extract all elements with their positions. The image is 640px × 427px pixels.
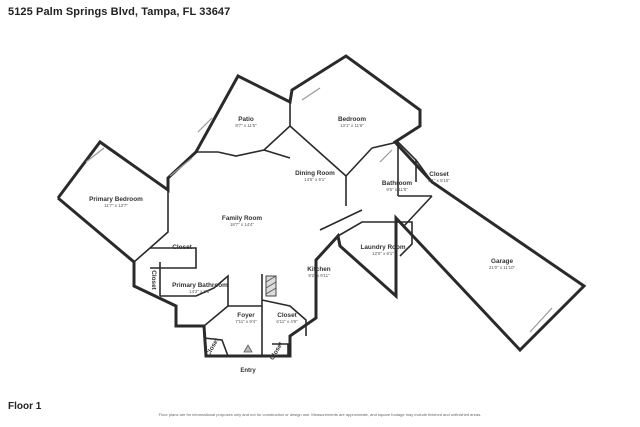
room-patio: Patio 8'7" x 11'5" bbox=[235, 116, 257, 128]
svg-text:12'0" x 6'1": 12'0" x 6'1" bbox=[372, 251, 394, 256]
svg-text:Closet: Closet bbox=[172, 244, 192, 251]
room-bedroom: Bedroom 13'1" x 11'6" bbox=[338, 116, 366, 128]
svg-text:Closet: Closet bbox=[150, 270, 157, 290]
room-primary-bathroom: Primary Bathroom 14'2" x 8'3" bbox=[172, 282, 228, 294]
svg-text:Closet: Closet bbox=[277, 312, 297, 319]
entry-arrow-icon bbox=[243, 344, 253, 353]
svg-text:Closet: Closet bbox=[269, 340, 285, 361]
svg-text:Closet: Closet bbox=[205, 336, 221, 357]
room-foyer: Foyer 7'11" x 9'4" bbox=[235, 312, 257, 324]
room-laundry-room: Laundry Room 12'0" x 6'1" bbox=[360, 244, 405, 256]
svg-text:Garage: Garage bbox=[491, 258, 513, 265]
svg-text:Bedroom: Bedroom bbox=[338, 116, 366, 123]
floor-label: Floor 1 bbox=[8, 401, 42, 412]
room-dining-room: Dining Room 14'5" x 6'1" bbox=[295, 170, 335, 182]
room-closet-foyer-right: Closet bbox=[269, 340, 285, 361]
room-closet-foyer-left: Closet bbox=[205, 336, 221, 357]
svg-text:6'11" x 4'9": 6'11" x 4'9" bbox=[276, 319, 298, 324]
svg-text:Primary Bathroom: Primary Bathroom bbox=[172, 282, 228, 289]
svg-text:6'1" x 5'10": 6'1" x 5'10" bbox=[428, 178, 450, 183]
svg-text:Primary Bedroom: Primary Bedroom bbox=[89, 196, 143, 203]
svg-text:21'0" x 11'10": 21'0" x 11'10" bbox=[489, 265, 516, 270]
interior-walls bbox=[133, 102, 433, 357]
svg-text:8'7" x 11'5": 8'7" x 11'5" bbox=[235, 123, 257, 128]
svg-text:Foyer: Foyer bbox=[237, 312, 255, 319]
room-bathroom: Bathroom 9'5" x 11'8" bbox=[382, 180, 412, 192]
entry-label: Entry bbox=[240, 368, 256, 374]
disclaimer-text: Floor plans are for informational purpos… bbox=[158, 412, 482, 417]
svg-text:Kitchen: Kitchen bbox=[307, 266, 331, 273]
svg-text:9'2" x 9'11": 9'2" x 9'11" bbox=[308, 273, 330, 278]
page-title: 5125 Palm Springs Blvd, Tampa, FL 33647 bbox=[8, 6, 231, 18]
svg-text:Patio: Patio bbox=[238, 116, 254, 123]
svg-text:13'1" x 11'6": 13'1" x 11'6" bbox=[340, 123, 364, 128]
room-family-room: Family Room 18'7" x 14'4" bbox=[222, 215, 262, 227]
svg-text:Closet: Closet bbox=[429, 171, 449, 178]
svg-text:14'5" x 6'1": 14'5" x 6'1" bbox=[304, 177, 326, 182]
svg-text:Family Room: Family Room bbox=[222, 215, 262, 222]
stair-hatch bbox=[265, 275, 277, 297]
room-primary-bedroom: Primary Bedroom 11'7" x 13'7" bbox=[89, 196, 143, 208]
svg-text:7'11" x 9'4": 7'11" x 9'4" bbox=[235, 319, 257, 324]
room-kitchen: Kitchen 9'2" x 9'11" bbox=[307, 266, 331, 278]
room-closet-kitchen: Closet 6'11" x 4'9" bbox=[276, 312, 298, 324]
room-closet-bedroom: Closet 6'1" x 5'10" bbox=[428, 171, 450, 183]
svg-text:Dining Room: Dining Room bbox=[295, 170, 335, 177]
svg-text:18'7" x 14'4": 18'7" x 14'4" bbox=[230, 222, 255, 227]
svg-text:Bathroom: Bathroom bbox=[382, 180, 412, 187]
exterior-walls bbox=[56, 54, 587, 358]
svg-text:Laundry Room: Laundry Room bbox=[360, 244, 405, 251]
room-closet-primary: Closet bbox=[172, 244, 192, 251]
svg-text:14'2" x 8'3": 14'2" x 8'3" bbox=[189, 289, 211, 294]
room-garage: Garage 21'0" x 11'10" bbox=[489, 258, 516, 270]
windows bbox=[85, 87, 553, 333]
svg-text:11'7" x 13'7": 11'7" x 13'7" bbox=[104, 203, 128, 208]
room-closet-small-left: Closet bbox=[150, 270, 157, 290]
svg-text:9'5" x 11'8": 9'5" x 11'8" bbox=[386, 187, 408, 192]
